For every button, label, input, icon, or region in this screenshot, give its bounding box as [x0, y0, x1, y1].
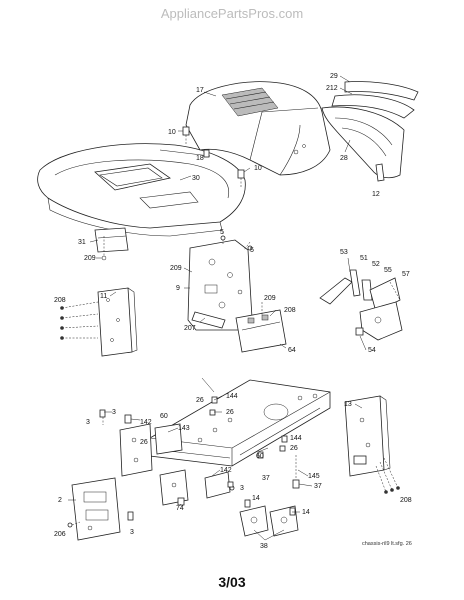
callout: 142	[220, 467, 232, 474]
callout: 206	[54, 531, 66, 538]
front-grille	[321, 81, 419, 182]
seat-bracket	[94, 227, 129, 261]
callout: 60	[256, 453, 264, 460]
callout: 14	[302, 509, 310, 516]
callout: 37	[262, 475, 270, 482]
drawing-reference: chassis-ril9 lt.sfg. 26	[362, 541, 412, 547]
callout: 142	[140, 419, 152, 426]
callout: 53	[340, 249, 348, 256]
callout: 18	[196, 155, 204, 162]
callout: 10	[254, 165, 262, 172]
watermark: AppliancePartsPros.com	[160, 6, 304, 21]
callout: 26	[226, 409, 234, 416]
callout: 10	[168, 129, 176, 136]
callout: 5	[220, 229, 224, 236]
callout: 144	[290, 435, 302, 442]
callout: 208	[284, 307, 296, 314]
callout: 3	[86, 419, 90, 426]
callout: 208	[400, 497, 412, 504]
callout: 11	[100, 293, 107, 300]
callout: 3	[130, 529, 134, 536]
callout: 5	[250, 247, 254, 254]
seat-pan	[37, 143, 246, 237]
callout: 29	[330, 73, 338, 80]
callout: 64	[288, 347, 296, 354]
callout: 38	[260, 543, 268, 550]
lower-brackets	[159, 469, 235, 506]
callout: 209	[84, 255, 96, 262]
callout: 14	[252, 495, 260, 502]
right-frame-plate	[344, 395, 400, 494]
callout: 3	[240, 485, 244, 492]
callout: 207	[184, 325, 196, 332]
callout: 60	[160, 413, 168, 420]
callout-labels: 17 29 212 28 10 18 10 30 12 31 209 5 5 2…	[54, 73, 412, 550]
callout: 26	[140, 439, 148, 446]
callout: 2	[58, 497, 62, 504]
callout: 145	[308, 473, 320, 480]
callout: 212	[326, 85, 338, 92]
front-bumper	[67, 477, 134, 541]
front-plates	[99, 409, 183, 477]
callout: 51	[360, 255, 368, 262]
left-side-bracket	[60, 287, 138, 357]
callout: 17	[196, 87, 204, 94]
callout: 74	[176, 505, 184, 512]
callout: 144	[226, 393, 238, 400]
callout: 209	[170, 265, 182, 272]
callout: 13	[344, 401, 352, 408]
main-frame	[149, 379, 331, 467]
callout: 9	[176, 285, 180, 292]
date-code: 3/03	[218, 574, 246, 590]
callout: 143	[178, 425, 190, 432]
linkage-assembly	[319, 269, 403, 341]
callout: 30	[192, 175, 200, 182]
dash-lower	[191, 302, 287, 353]
callout: 57	[402, 271, 410, 278]
callout: 28	[340, 155, 348, 162]
hood	[185, 81, 331, 176]
callout: 52	[372, 261, 380, 268]
callout: 31	[78, 239, 86, 246]
axle-brackets	[239, 499, 299, 537]
hood-hardware	[178, 126, 245, 188]
callout: 54	[368, 347, 376, 354]
callout: 55	[384, 267, 392, 274]
callout: 208	[54, 297, 66, 304]
callout: 209	[264, 295, 276, 302]
callout: 12	[372, 191, 380, 198]
callout: 37	[314, 483, 322, 490]
leader-lines	[68, 75, 367, 541]
callout: 26	[290, 445, 298, 452]
callout: 3	[112, 409, 116, 416]
callout: 26	[196, 397, 204, 404]
